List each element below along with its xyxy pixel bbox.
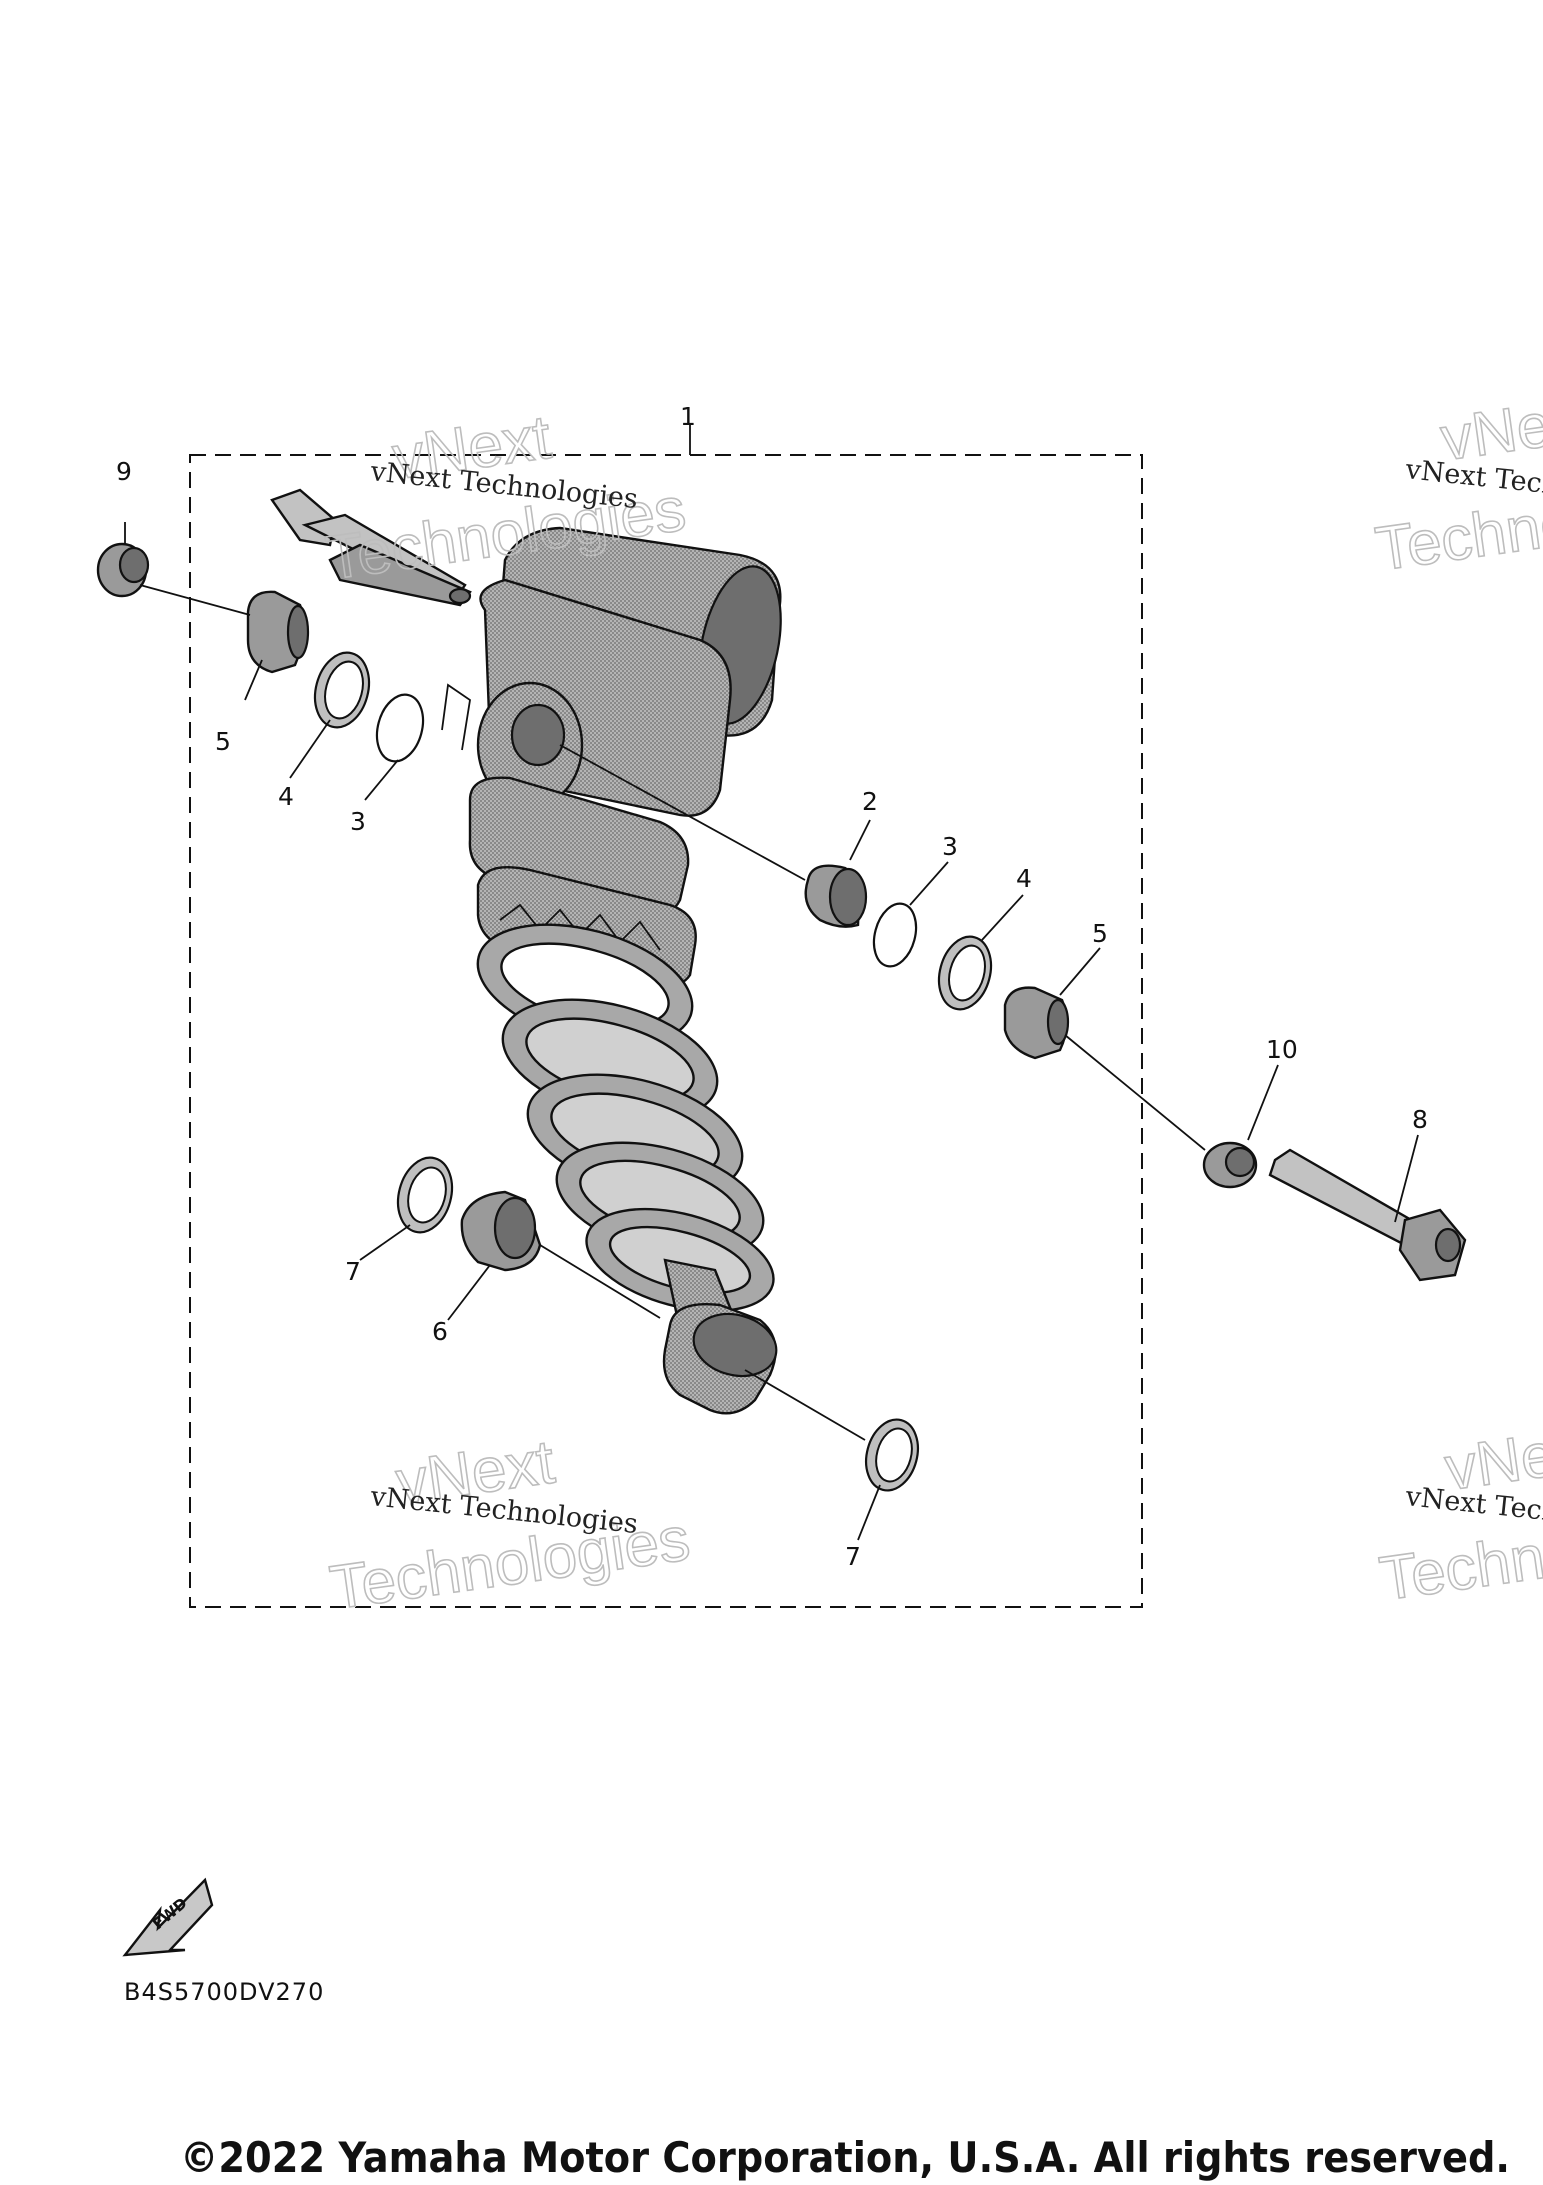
callout-numbers: 1 9 5 4 3 2 3 4 5 10 8 7 6 7 [116,402,1428,1571]
part-5-dust-seal-left [246,590,310,674]
callout-4-left: 4 [278,782,294,811]
forward-direction-arrow: FWD [122,1877,214,1957]
callout-3-right: 3 [942,832,958,861]
callout-1: 1 [680,402,696,431]
callout-3-left: 3 [350,807,366,836]
callout-8: 8 [1412,1105,1428,1134]
part-7-oil-seal-left [396,1156,454,1234]
part-2-bushing [804,864,868,928]
assembly-boundary-frame [189,454,1143,1608]
part-10-collar [1202,1141,1258,1189]
callout-5-right: 5 [1092,919,1108,948]
callout-6: 6 [432,1317,448,1346]
diagram-code: B4S5700DV270 [124,1978,324,2006]
part-4-washer-right [937,935,993,1011]
part-3-o-ring-right [872,902,918,968]
part-9-collar [96,542,150,598]
part-7-oil-seal-right [865,1418,919,1492]
callout-7-right: 7 [845,1542,861,1571]
callout-2: 2 [862,787,878,816]
callout-9: 9 [116,457,132,486]
part-3-o-ring-left [375,693,425,763]
callout-4-right: 4 [1016,864,1032,893]
rear-shock-absorber-assembly [270,488,782,1415]
callout-10: 10 [1266,1035,1298,1064]
watermark-top-right: vNext Technologies [1371,383,1543,585]
part-5-dust-seal-right [1003,986,1070,1060]
leader-lines [124,522,1419,1541]
callout-5-left: 5 [215,727,231,756]
copyright-notice: ©2022 Yamaha Motor Corporation, U.S.A. A… [180,2133,1510,2182]
callout-7-left: 7 [345,1257,361,1286]
part-6-needle-bearing [460,1190,542,1272]
reservoir-hose-fitting [270,488,472,607]
coil-spring [476,923,775,1313]
part-4-washer-left [313,651,371,729]
part-8-bolt [1268,1148,1467,1282]
